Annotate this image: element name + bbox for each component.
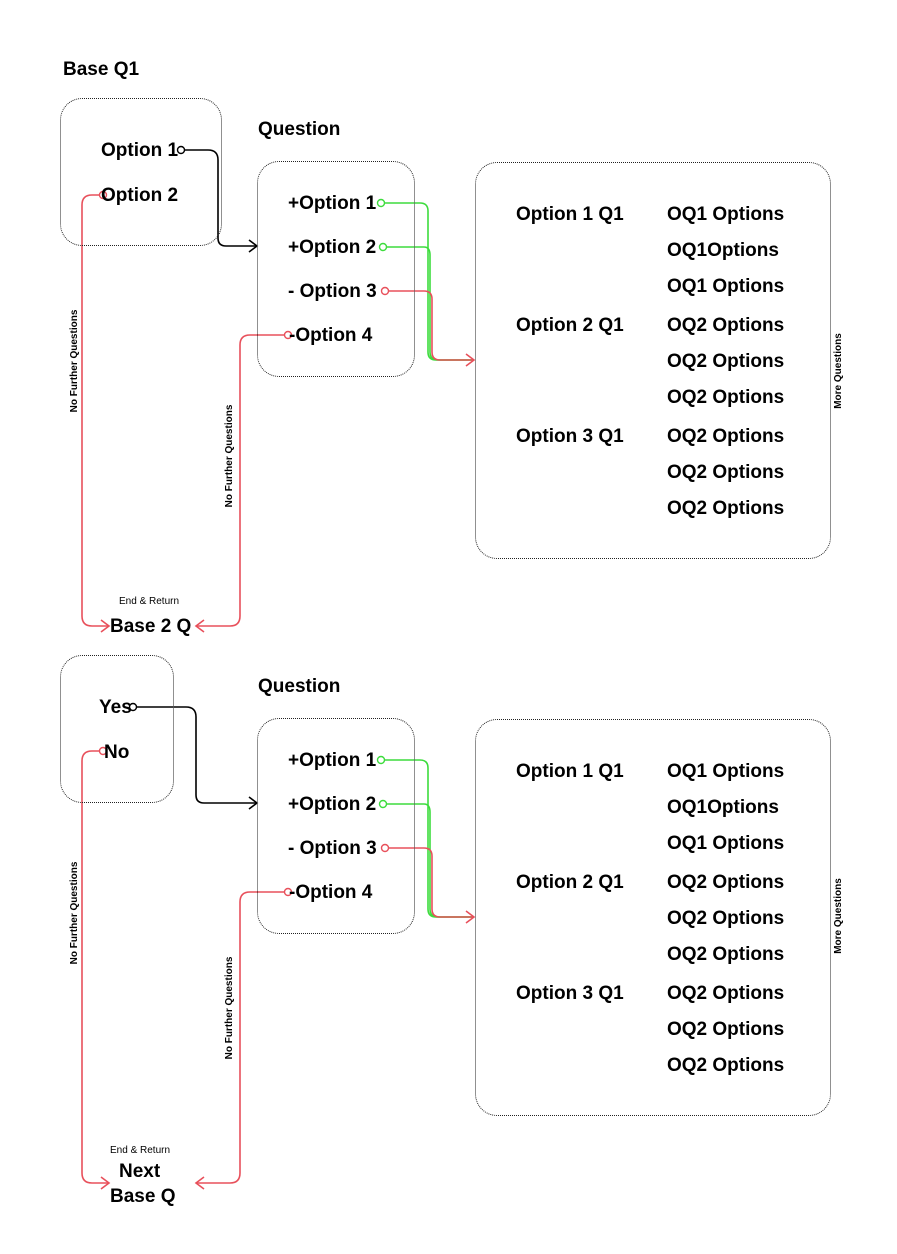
end-return-label: End & Return [110,1145,171,1156]
question-option-4[interactable]: -Option 4 [289,882,373,903]
no-further-questions-label: No Further Questions [69,861,80,965]
base-q1-box [60,98,222,246]
no-further-questions-label: No Further Questions [224,956,235,1060]
question-option-3[interactable]: - Option 3 [288,281,377,302]
detail-option[interactable]: OQ1 Options [667,833,785,854]
detail-label-2: Option 2 Q1 [516,315,624,336]
question-title-2: Question [258,676,341,697]
detail-option[interactable]: OQ2 Options [667,462,785,483]
end-return-label: End & Return [119,596,180,607]
next-base-q-line2[interactable]: Base Q [110,1186,176,1207]
wire-option4-to-next-base [196,891,288,1184]
more-questions-label: More Questions [833,878,844,954]
question-box [257,161,415,377]
detail-option[interactable]: OQ2 Options [667,351,785,372]
wire-minus-option3 [385,290,474,361]
question-option-1[interactable]: +Option 1 [288,750,377,771]
wire-minus-option3-2 [385,847,474,918]
question-box-2 [257,718,415,934]
question-option-2[interactable]: +Option 2 [288,237,377,258]
base-option-2[interactable]: Option 2 [101,185,179,206]
detail-option[interactable]: OQ2 Options [667,426,785,447]
wire-option2-to-base2 [81,194,109,627]
detail-option[interactable]: OQ2 Options [667,498,785,519]
next-base-q-line1[interactable]: Next [119,1161,161,1182]
more-questions-label: More Questions [833,333,844,409]
base-yes-no-box [60,655,174,803]
detail-option[interactable]: OQ2 Options [667,1019,785,1040]
detail-option[interactable]: OQ1 Options [667,761,785,782]
detail-option[interactable]: OQ1Options [667,797,779,818]
detail-option[interactable]: OQ1 Options [667,204,785,225]
base-option-no[interactable]: No [104,742,130,763]
question-option-3[interactable]: - Option 3 [288,838,377,859]
detail-option[interactable]: OQ2 Options [667,983,785,1004]
no-further-questions-label: No Further Questions [69,309,80,413]
wire-option1-to-question [181,149,257,247]
wire-option4-to-base2 [196,334,288,627]
detail-option[interactable]: OQ1 Options [667,276,785,297]
question-option-1[interactable]: +Option 1 [288,193,377,214]
detail-option[interactable]: OQ1Options [667,240,779,261]
question-option-2[interactable]: +Option 2 [288,794,377,815]
base-option-yes[interactable]: Yes [99,697,132,718]
detail-option[interactable]: OQ2 Options [667,315,785,336]
wire-yes-to-question [133,706,257,804]
detail-label-2: Option 2 Q1 [516,872,624,893]
detail-label-1: Option 1 Q1 [516,761,624,782]
detail-option[interactable]: OQ2 Options [667,872,785,893]
detail-label-3: Option 3 Q1 [516,426,624,447]
detail-option[interactable]: OQ2 Options [667,908,785,929]
detail-option[interactable]: OQ2 Options [667,944,785,965]
detail-option[interactable]: OQ2 Options [667,387,785,408]
no-further-questions-label: No Further Questions [224,404,235,508]
details-box-2 [475,719,831,1116]
base-2-q-target[interactable]: Base 2 Q [110,616,192,637]
base-option-1[interactable]: Option 1 [101,140,179,161]
question-option-4[interactable]: -Option 4 [289,325,373,346]
detail-label-1: Option 1 Q1 [516,204,624,225]
wire-no-to-next-base [81,750,109,1184]
detail-label-3: Option 3 Q1 [516,983,624,1004]
details-box [475,162,831,559]
question-title: Question [258,119,341,140]
detail-option[interactable]: OQ2 Options [667,1055,785,1076]
base-q1-title: Base Q1 [63,59,140,80]
